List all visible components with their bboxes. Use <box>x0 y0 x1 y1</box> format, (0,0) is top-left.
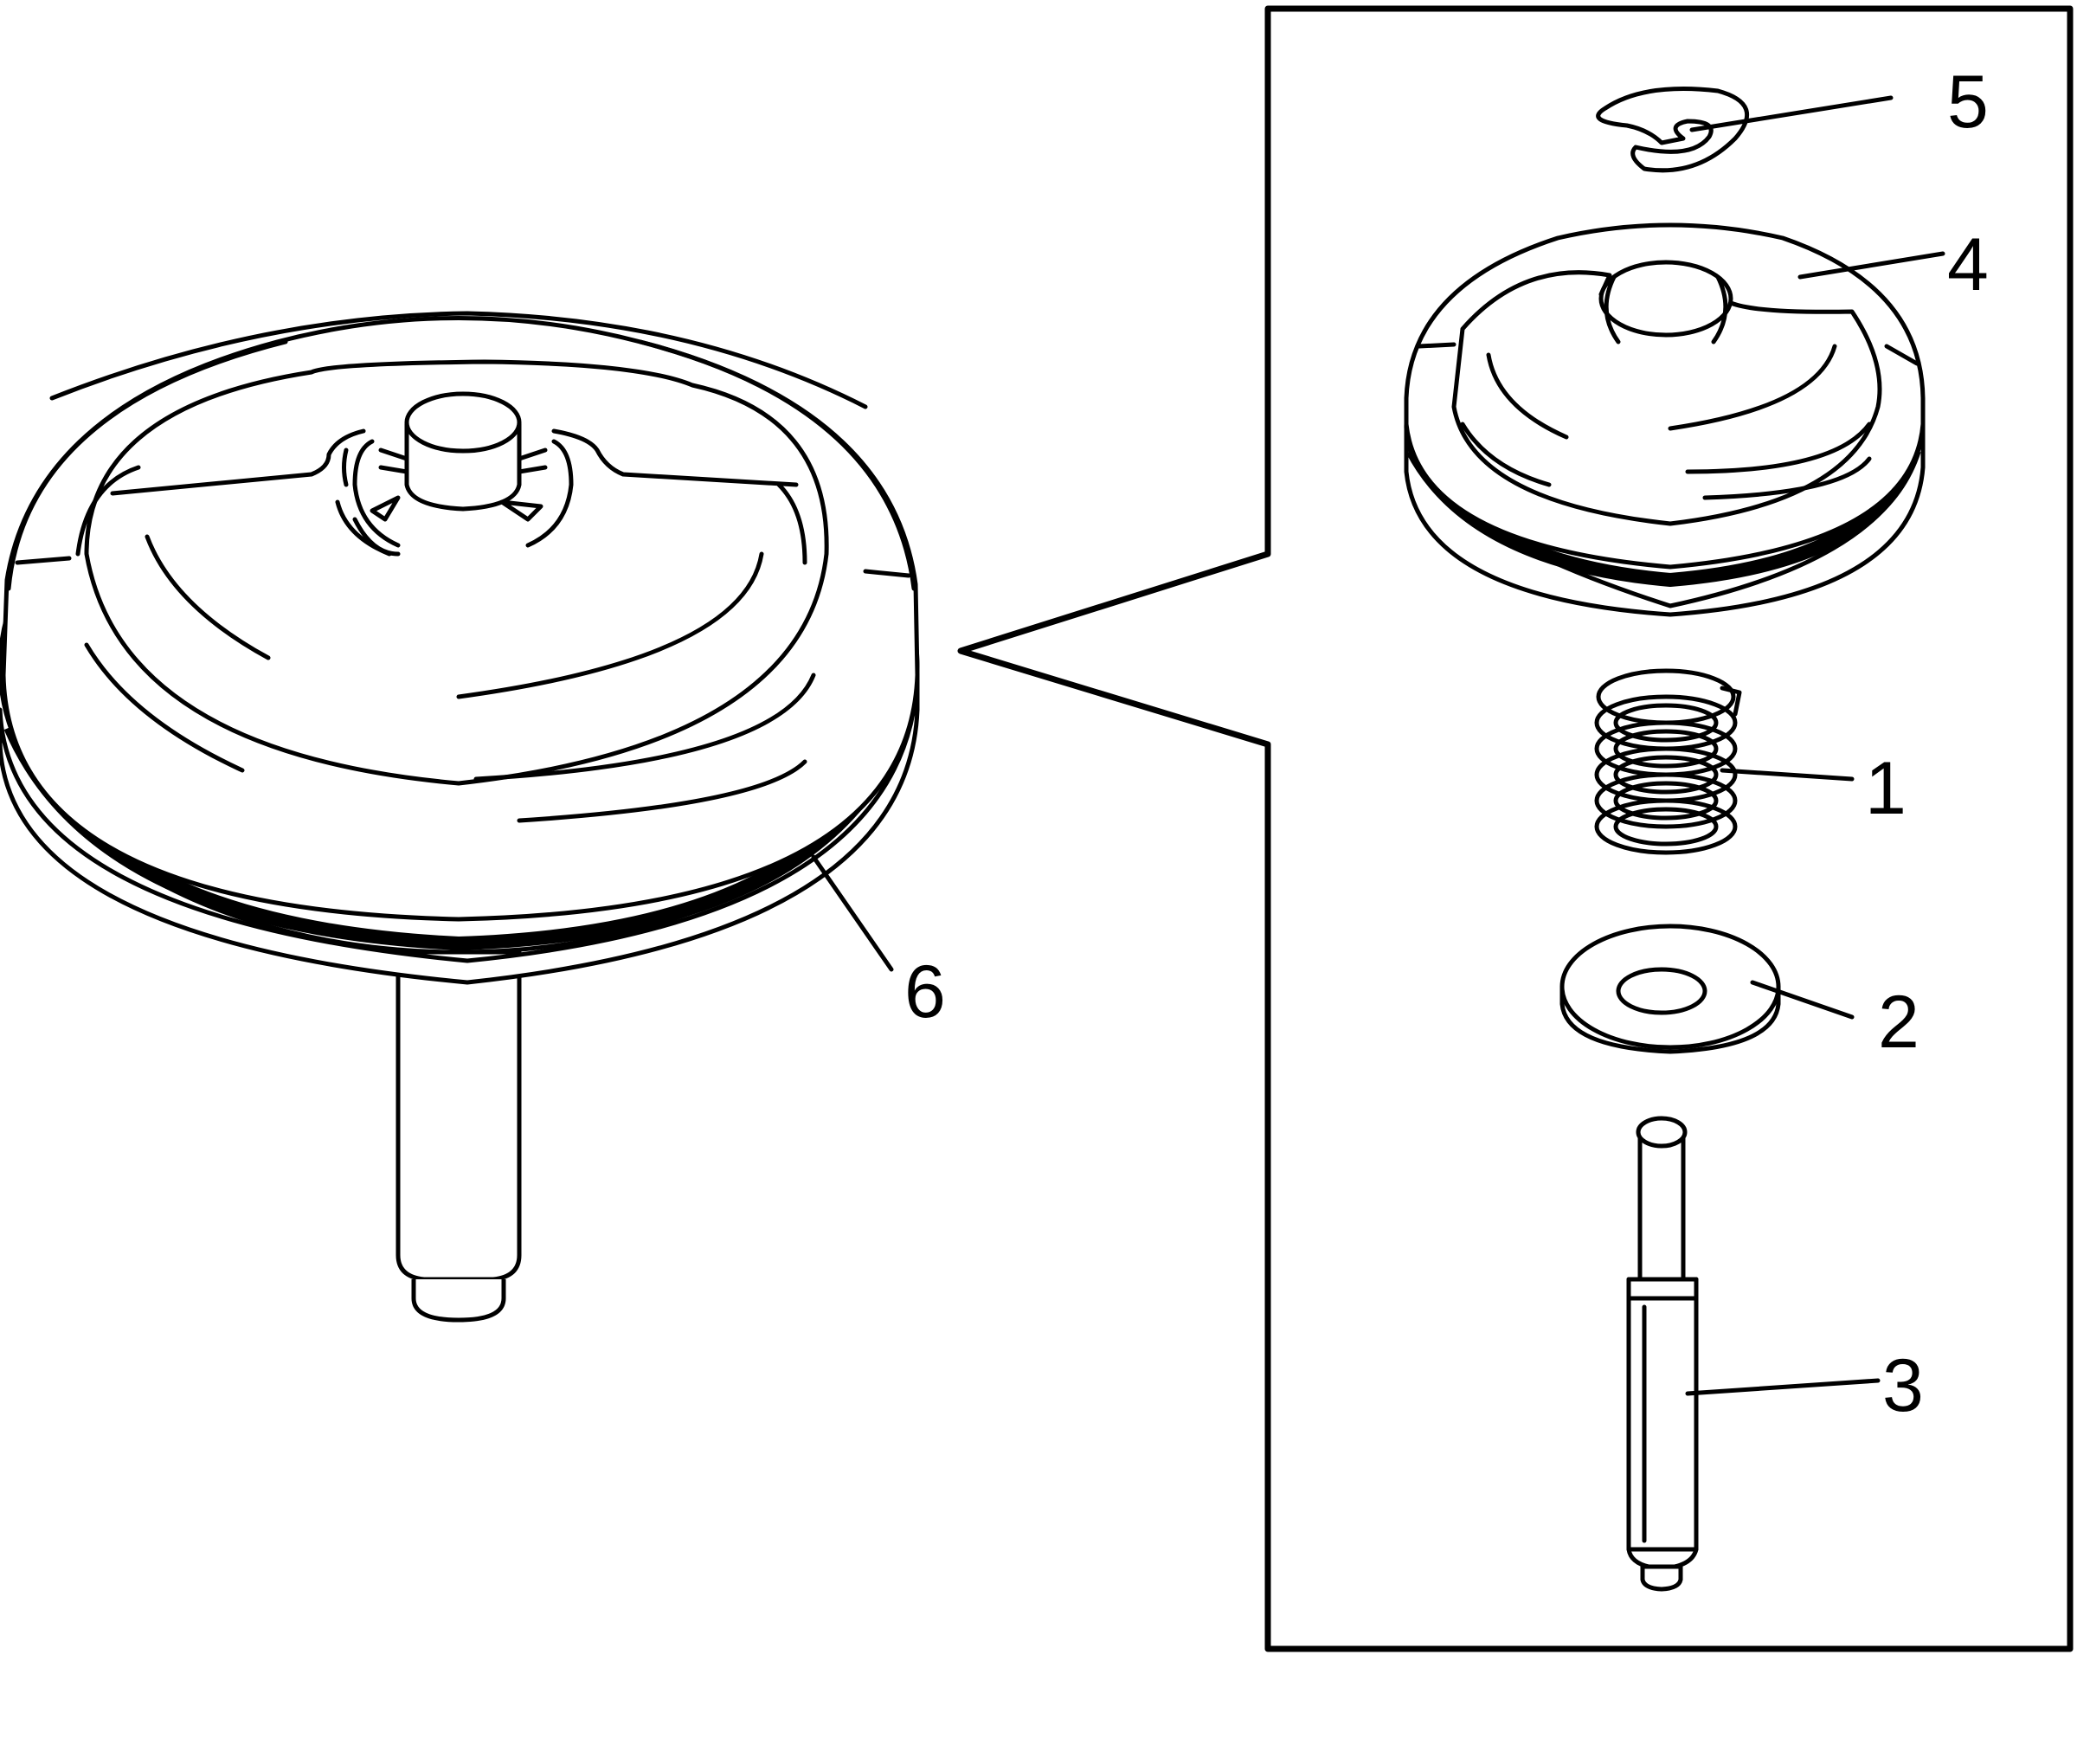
retainer-cap-icon: 4 <box>1404 222 1989 617</box>
leader-4 <box>1797 251 1945 280</box>
leader-1 <box>1720 768 1855 782</box>
detail-frame <box>957 5 2074 1652</box>
callout-6: 6 <box>904 950 946 1033</box>
spring-icon: 1 <box>1594 668 1907 855</box>
shaft-icon <box>395 950 522 1323</box>
e-clip-icon: 5 <box>1596 61 1989 173</box>
pin-icon: 3 <box>1626 1116 1924 1592</box>
leader-2 <box>1750 980 1855 1020</box>
callout-2: 2 <box>1878 981 1919 1064</box>
leader-5 <box>1689 95 1894 132</box>
callout-5: 5 <box>1947 61 1989 144</box>
callout-4: 4 <box>1947 223 1989 306</box>
washer-icon: 2 <box>1559 924 1919 1064</box>
leader-6 <box>811 854 894 972</box>
callout-1: 1 <box>1865 747 1907 830</box>
callout-3: 3 <box>1882 1344 1924 1427</box>
leader-3 <box>1685 1378 1881 1396</box>
piston-assembly-icon: 6 <box>0 311 946 1323</box>
center-stud-icon <box>335 391 574 557</box>
